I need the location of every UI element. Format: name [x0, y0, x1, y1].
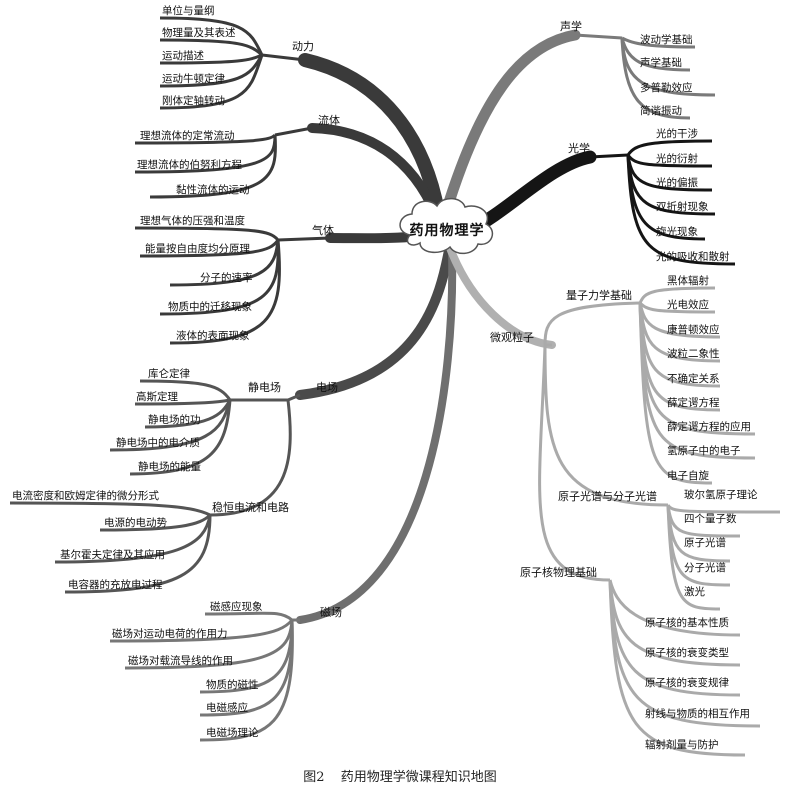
sub-diancHang	[9, 379, 301, 594]
sub-qiti	[134, 226, 331, 345]
figure-title: 药用物理学微课程知识地图	[340, 770, 497, 785]
branch-cichang: 磁场	[320, 605, 342, 619]
leaf-qiti: 理想气体的压强和温度	[140, 214, 245, 227]
leaf-liuti: 理想流体的定常流动	[140, 129, 235, 142]
figure-caption: 图2 药用物理学微课程知识地图	[0, 766, 800, 785]
sub-cichang	[109, 611, 300, 742]
leaf-guangpu: 激光	[684, 585, 705, 598]
center-label: 药用物理学	[410, 222, 485, 239]
sub-branch-hengding: 稳恒电流和电路	[212, 500, 289, 514]
branch-diancHang: 电场	[316, 380, 338, 394]
trunk-dongli	[298, 53, 447, 232]
leaf-qiti: 物质中的迁移现象	[168, 300, 252, 313]
leaf-liuti: 黏性流体的运动	[176, 183, 250, 196]
leaf-jingdian: 静电场中的电介质	[116, 436, 200, 449]
leaf-liangzi: 薛定谔方程的应用	[667, 420, 751, 433]
leaf-guangxue: 光的干涉	[656, 127, 698, 140]
leaf-liangzi: 光电效应	[667, 298, 709, 311]
leaf-cichang: 电磁场理论	[206, 726, 259, 739]
leaf-dongli: 运动牛顿定律	[162, 72, 225, 85]
leaf-cichang: 磁场对载流导线的作用	[128, 654, 233, 667]
leaf-liangzi: 波粒二象性	[667, 347, 720, 360]
leaf-liangzi: 氢原子中的电子	[667, 444, 741, 457]
leaf-jingdian: 库仑定律	[148, 367, 190, 380]
leaf-shengxue: 波动学基础	[640, 33, 693, 46]
trunk-cichang	[296, 244, 457, 624]
leaf-guangpu: 四个量子数	[684, 512, 737, 525]
branch-qiti: 气体	[312, 223, 334, 237]
trunk-diancHang	[295, 240, 455, 400]
branch-shengxue: 声学	[560, 19, 582, 33]
leaf-guangxue: 光的偏振	[656, 176, 698, 189]
leaf-guangxue: 光的吸收和散射	[656, 250, 730, 263]
sub-weiguan	[538, 286, 781, 757]
leaf-shengxue: 声学基础	[640, 56, 682, 69]
leaf-guangxue: 光的衍射	[656, 152, 698, 165]
sub-liuti	[134, 126, 313, 199]
leaf-liangzi: 薛定谔方程	[667, 396, 720, 409]
leaf-liangzi: 不确定关系	[667, 372, 720, 385]
leaf-guangxue: 旋光现象	[656, 225, 698, 238]
leaf-hewuli: 原子核的衰变规律	[645, 676, 729, 689]
leaf-cichang: 电磁感应	[206, 701, 248, 714]
leaf-liangzi: 电子自旋	[667, 469, 709, 482]
leaf-jingdian: 静电场的功	[148, 413, 201, 426]
leaf-cichang: 磁场对运动电荷的作用力	[112, 627, 228, 640]
leaf-liangzi: 黑体辐射	[667, 274, 709, 287]
leaf-hewuli: 射线与物质的相互作用	[645, 707, 750, 720]
leaf-guangpu: 分子光谱	[684, 561, 726, 574]
leaf-cichang: 磁感应现象	[210, 600, 263, 613]
leaf-hewuli: 原子核的基本性质	[645, 616, 729, 629]
leaf-shengxue: 简谐振动	[640, 104, 682, 117]
leaf-jingdian: 高斯定理	[136, 390, 178, 403]
labels: 药用物理学 动力 单位与量纲物理量及其表述运动描述运动牛顿定律刚体定轴转动流体理想流…	[12, 4, 758, 751]
leaf-hengding: 电源的电动势	[104, 516, 167, 529]
leaf-guangpu: 玻尔氢原子理论	[684, 488, 758, 501]
leaf-dongli: 单位与量纲	[162, 4, 215, 17]
sub-shengxue	[574, 33, 716, 120]
leaf-dongli: 运动描述	[162, 49, 204, 62]
leaf-jingdian: 静电场的能量	[138, 460, 201, 473]
leaf-qiti: 分子的速率	[200, 271, 253, 284]
center-node	[399, 197, 494, 255]
leaf-hewuli: 原子核的衰变类型	[645, 646, 729, 659]
leaf-cichang: 物质的磁性	[206, 678, 259, 691]
leaf-shengxue: 多普勒效应	[640, 81, 693, 94]
leaf-hewuli: 辐射剂量与防护	[645, 738, 719, 751]
figure-number: 图2	[303, 770, 325, 785]
sub-branch-liangzi: 量子力学基础	[566, 288, 632, 302]
sub-branch-hewuli: 原子核物理基础	[520, 565, 597, 579]
leaf-hengding: 基尔霍夫定律及其应用	[60, 548, 165, 561]
leaf-guangxue: 双折射现象	[656, 200, 709, 213]
leaf-dongli: 刚体定轴转动	[162, 94, 225, 107]
leaf-liangzi: 康普顿效应	[667, 323, 720, 336]
leaf-liuti: 理想流体的伯努利方程	[137, 158, 242, 171]
leaf-qiti: 液体的表面现象	[176, 329, 250, 342]
branch-lines	[9, 16, 781, 757]
branch-liuti: 流体	[318, 113, 340, 127]
branch-dongli: 动力	[292, 40, 314, 53]
trunk-weiguan	[446, 244, 556, 349]
sub-branch-jingdian: 静电场	[248, 380, 281, 394]
knowledge-map: 药用物理学 动力 单位与量纲物理量及其表述运动描述运动牛顿定律刚体定轴转动流体理想流…	[9, 4, 781, 757]
branch-guangxue: 光学	[568, 141, 590, 155]
leaf-guangpu: 原子光谱	[684, 536, 726, 549]
branch-weiguan: 微观粒子	[490, 330, 534, 344]
sub-guangxue	[589, 139, 736, 266]
leaf-hengding: 电流密度和欧姆定律的微分形式	[12, 489, 159, 502]
trunk-shengxue	[439, 29, 581, 221]
sub-dongli	[159, 16, 306, 110]
leaf-qiti: 能量按自由度均分原理	[145, 242, 250, 255]
leaf-dongli: 物理量及其表述	[162, 26, 236, 39]
sub-branch-guangpu: 原子光谱与分子光谱	[558, 489, 657, 503]
leaf-hengding: 电容器的充放电过程	[68, 578, 163, 591]
